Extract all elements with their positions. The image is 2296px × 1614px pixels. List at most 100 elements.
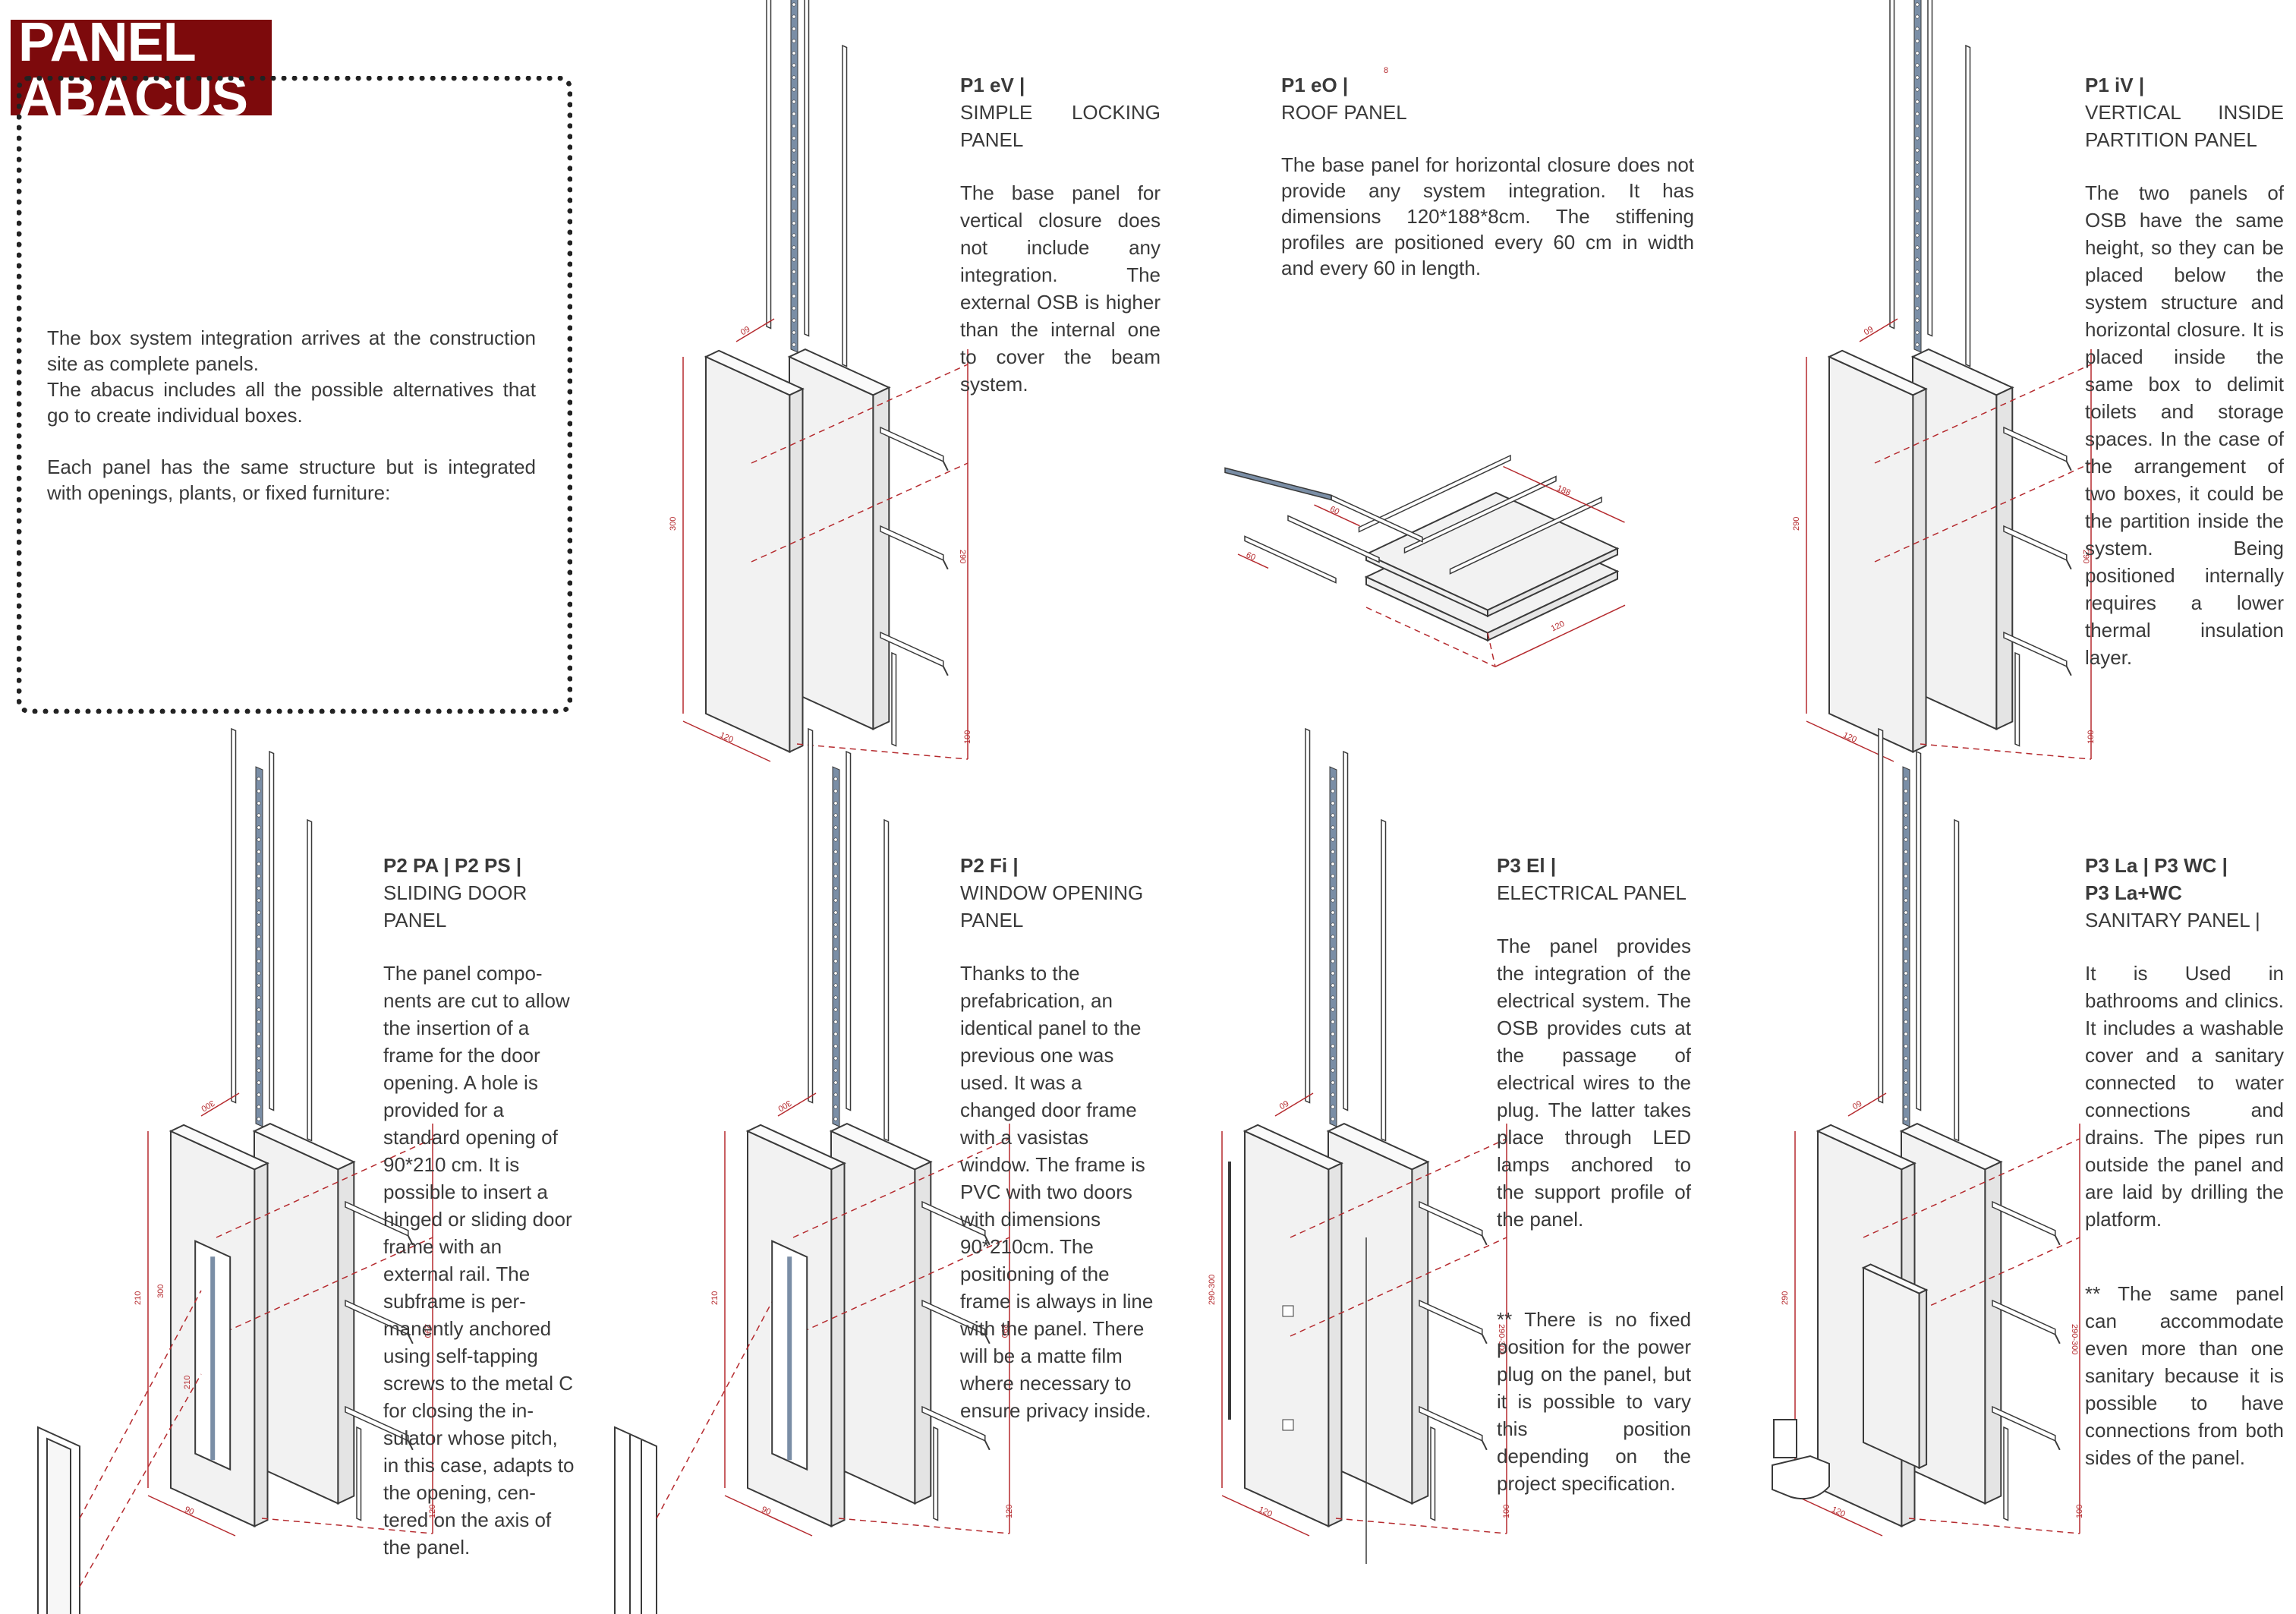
projection-line bbox=[1335, 1518, 1507, 1534]
panel-description-p3la: P3 La | P3 WC | P3 La+WC SANITARY PANEL … bbox=[2085, 852, 2284, 1471]
stud-hole bbox=[792, 63, 796, 68]
stud-hole bbox=[792, 184, 796, 189]
bottom-rail bbox=[891, 651, 897, 747]
stud-hole bbox=[1915, 282, 1920, 286]
projection-line bbox=[1290, 1138, 1507, 1238]
stiffening-profile-0 bbox=[880, 631, 944, 667]
stud-hole bbox=[792, 233, 796, 238]
stiffening-profile-0-end bbox=[984, 1440, 991, 1451]
stud-hole bbox=[792, 148, 796, 153]
stiffening-profile-1-end bbox=[942, 560, 949, 570]
dimension-label: 210 bbox=[710, 1291, 720, 1305]
stud-hole bbox=[792, 112, 796, 116]
stud-hole bbox=[257, 1105, 261, 1109]
panel-name: SIMPLE LOCKING PANEL bbox=[960, 101, 1161, 151]
stiffening-profile-0 bbox=[1419, 1405, 1483, 1442]
roof-profile-top-1 bbox=[1403, 475, 1557, 554]
projection-line bbox=[1863, 1138, 2080, 1238]
osb-panel-outer bbox=[1828, 355, 1914, 753]
stud-hole bbox=[1904, 801, 1908, 805]
stud-hole bbox=[257, 910, 261, 915]
stud-hole bbox=[1915, 221, 1920, 225]
stud-hole bbox=[1915, 184, 1920, 189]
stud-hole bbox=[1915, 257, 1920, 262]
projection-line bbox=[1920, 743, 2092, 760]
stiffening-profile-0 bbox=[921, 1405, 986, 1442]
stiffening-profile-1-end bbox=[984, 1334, 991, 1344]
dimension-label: 300 bbox=[200, 1098, 216, 1113]
stud-hole bbox=[833, 1056, 838, 1061]
stud-hole bbox=[1915, 75, 1920, 80]
stud-hole bbox=[792, 27, 796, 31]
stud-hole bbox=[1904, 971, 1908, 976]
stud-hole bbox=[833, 971, 838, 976]
stiffening-profile-2-end bbox=[942, 461, 949, 471]
panel-name: ELECTRICAL PANEL bbox=[1497, 881, 1687, 904]
stud-hole bbox=[833, 1007, 838, 1012]
stiffening-profile-2 bbox=[921, 1200, 986, 1237]
stud-hole bbox=[792, 87, 796, 92]
stud-hole bbox=[257, 922, 261, 927]
intro-paragraph: The abacus includes all the possible alt… bbox=[47, 378, 536, 427]
stud-hole bbox=[833, 1105, 838, 1109]
stud-hole bbox=[1904, 825, 1908, 830]
power-plug bbox=[1282, 1419, 1294, 1431]
top-profile-b bbox=[1916, 750, 1922, 1111]
stud-hole bbox=[1331, 995, 1335, 1000]
dimension-label: 120 bbox=[1005, 1505, 1014, 1518]
osb-panel-outer bbox=[705, 355, 791, 753]
panel-description-p1eo: P1 eO | ROOF PANEL The base panel for ho… bbox=[1281, 71, 1694, 281]
panel-name: VERTICAL INSIDE PARTITION PANEL bbox=[2085, 101, 2284, 151]
stud-hole bbox=[833, 910, 838, 915]
stud-hole bbox=[833, 959, 838, 963]
stud-hole bbox=[1331, 1007, 1335, 1012]
stud-hole bbox=[257, 1056, 261, 1061]
stiffening-profile-1-end bbox=[407, 1334, 414, 1344]
stud-hole bbox=[792, 124, 796, 128]
projection-line bbox=[1863, 1237, 2080, 1337]
stud-hole bbox=[833, 983, 838, 988]
stud-hole bbox=[792, 160, 796, 165]
osb-panel-inner-side bbox=[1984, 1160, 2002, 1505]
dimension-label: 100 bbox=[2087, 730, 2096, 744]
dimension-width bbox=[682, 720, 771, 762]
stud-hole bbox=[1331, 959, 1335, 963]
stud-hole bbox=[1915, 233, 1920, 238]
stud-hole bbox=[833, 935, 838, 939]
projection-line bbox=[216, 1138, 433, 1238]
projection-line bbox=[751, 364, 968, 464]
roof-profile-top-0 bbox=[1358, 454, 1511, 533]
dimension-label: 120 bbox=[1257, 1505, 1274, 1519]
stud-hole bbox=[257, 995, 261, 1000]
dimension-label: 290 bbox=[958, 550, 967, 563]
stiffening-profile-0 bbox=[345, 1405, 409, 1442]
dimension-label: 60 bbox=[739, 323, 751, 336]
projection-line bbox=[1908, 1518, 2080, 1534]
stud-hole bbox=[257, 789, 261, 793]
stud-hole bbox=[257, 1117, 261, 1121]
power-plug bbox=[1282, 1305, 1294, 1317]
dimension-label: 120 bbox=[1841, 730, 1858, 745]
stiffening-profile-1 bbox=[345, 1299, 409, 1335]
stud-hole bbox=[1331, 922, 1335, 927]
stud-hole bbox=[1915, 318, 1920, 323]
projection-line bbox=[792, 1138, 1010, 1238]
bottom-rail bbox=[933, 1426, 939, 1521]
stud-hole bbox=[1915, 148, 1920, 153]
stud-hole bbox=[1915, 124, 1920, 128]
stud-hole bbox=[792, 75, 796, 80]
c-profile-column bbox=[1902, 766, 1910, 1127]
stiffening-profile-2 bbox=[1419, 1200, 1483, 1237]
stud-hole bbox=[1331, 910, 1335, 915]
wc-tank bbox=[1773, 1419, 1797, 1458]
stud-hole bbox=[1915, 2, 1920, 7]
projection-line bbox=[261, 1518, 433, 1534]
top-profile-c bbox=[1965, 44, 1971, 367]
stud-hole bbox=[833, 862, 838, 866]
stud-hole bbox=[792, 306, 796, 311]
stud-hole bbox=[1915, 197, 1920, 201]
stud-hole bbox=[833, 947, 838, 951]
c-profile-column bbox=[255, 766, 263, 1127]
panel-description-p3el: P3 El | ELECTRICAL PANEL The panel provi… bbox=[1497, 852, 1691, 1497]
